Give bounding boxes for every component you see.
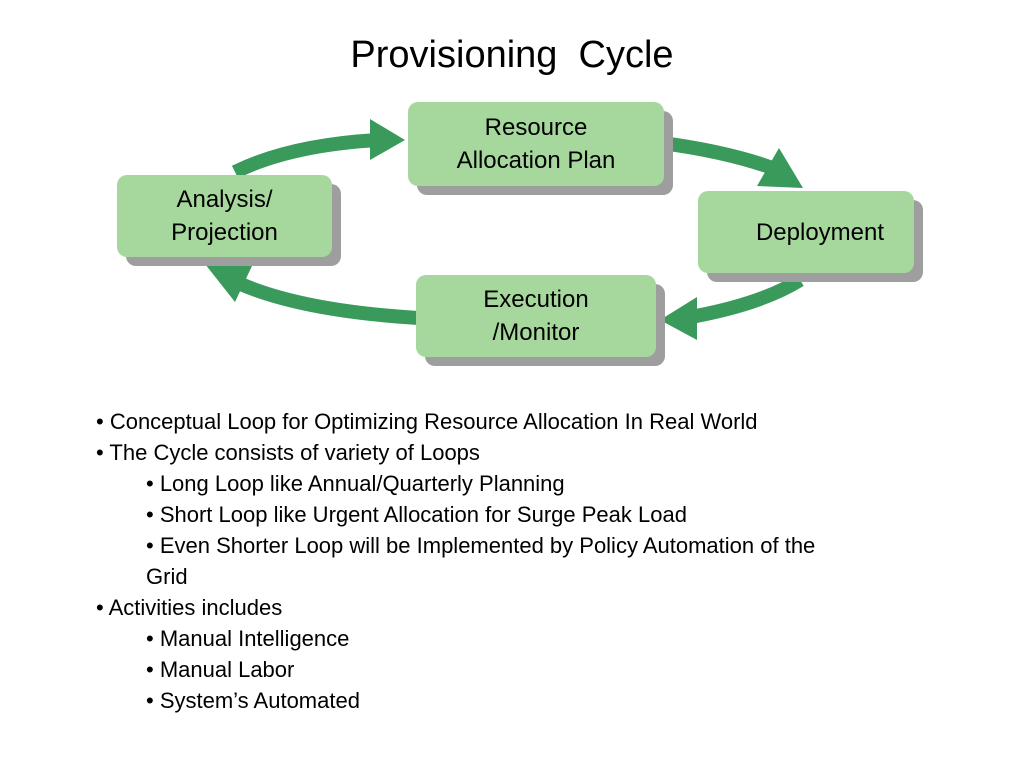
sub-bullet-item: • Manual Intelligence <box>146 626 350 651</box>
node-label-line: Analysis/ <box>176 186 273 213</box>
sub-bullet-item: • Manual Labor <box>146 657 295 682</box>
node-analysis-projection: Analysis/ Projection <box>117 175 341 266</box>
arrow-head-resource-to-deployment <box>757 148 803 188</box>
node-label-line: Allocation Plan <box>456 147 616 174</box>
sub-bullet-continuation: Grid <box>146 564 188 589</box>
sub-bullet-item: • Long Loop like Annual/Quarterly Planni… <box>146 471 565 496</box>
arrow-analysis-to-resource <box>231 133 379 179</box>
bullet-item: • Activities includes <box>96 595 283 620</box>
arrow-execution-to-analysis <box>224 271 419 325</box>
node-label-line: Resource <box>484 114 588 141</box>
arrow-deployment-to-execution <box>683 274 804 325</box>
cycle-arrows <box>205 119 804 340</box>
node-deployment: Deployment <box>698 191 923 282</box>
node-resource-allocation-plan: Resource Allocation Plan <box>408 102 673 195</box>
node-label-line: /Monitor <box>492 319 580 346</box>
arrow-head-analysis-to-resource <box>370 119 405 160</box>
node-label-line: Projection <box>171 219 278 246</box>
node-execution-monitor: Execution /Monitor <box>416 275 665 366</box>
arrow-resource-to-deployment <box>661 136 781 177</box>
node-label-line: Execution <box>483 286 589 313</box>
bullet-list: • Conceptual Loop for Optimizing Resourc… <box>96 406 956 716</box>
arrow-head-deployment-to-execution <box>660 297 697 340</box>
bullet-item: • Conceptual Loop for Optimizing Resourc… <box>96 409 758 434</box>
bullet-item: • The Cycle consists of variety of Loops <box>96 440 480 465</box>
slide-title: Provisioning Cycle <box>350 34 674 76</box>
sub-bullet-item: • System’s Automated <box>146 688 360 713</box>
node-label-line: Deployment <box>755 218 885 246</box>
sub-bullet-item: • Even Shorter Loop will be Implemented … <box>146 533 816 558</box>
arrow-head-execution-to-analysis <box>205 264 252 302</box>
sub-bullet-item: • Short Loop like Urgent Allocation for … <box>146 502 687 527</box>
